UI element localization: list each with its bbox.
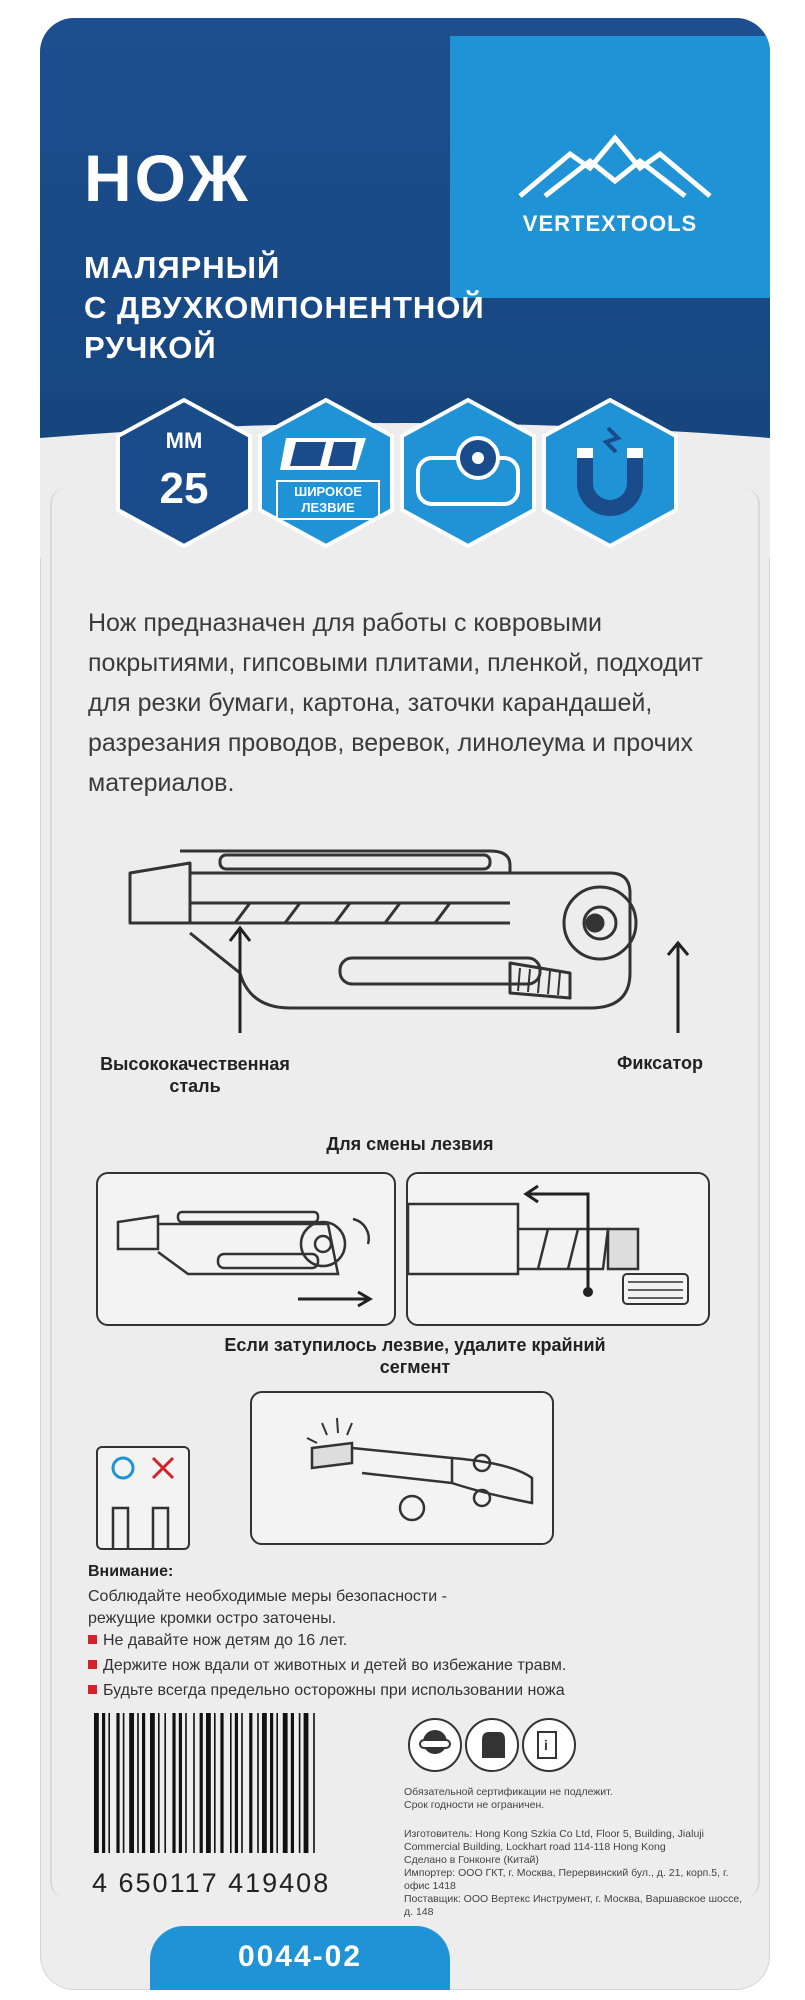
barcode-bar bbox=[230, 1713, 232, 1853]
size-badge: ММ 25 bbox=[114, 398, 254, 548]
bullet-text: Не давайте нож детям до 16 лет. bbox=[103, 1632, 348, 1649]
subtitle-line: РУЧКОЙ bbox=[84, 330, 217, 365]
snap-off-panel bbox=[250, 1391, 554, 1545]
barcode-bar bbox=[257, 1713, 259, 1853]
barcode-bar bbox=[303, 1713, 309, 1853]
legal-line: Сделано в Гонконге (Китай) bbox=[404, 1854, 539, 1866]
knife-slide-icon bbox=[116, 1210, 373, 1308]
warning-bullet: Не давайте нож детям до 16 лет. bbox=[88, 1632, 347, 1650]
gloves-icon bbox=[465, 1718, 519, 1772]
product-subtitle: МАЛЯРНЫЙ С ДВУХКОМПОНЕНТНОЙ РУЧКОЙ bbox=[84, 248, 485, 368]
legal-info: Изготовитель: Hong Kong Szkia Co Ltd, Fl… bbox=[404, 1828, 744, 1919]
bullet-marker bbox=[88, 1635, 97, 1644]
bullet-marker bbox=[88, 1685, 97, 1694]
barcode-bar bbox=[282, 1713, 288, 1853]
barcode-bar bbox=[241, 1713, 243, 1853]
barcode-bar bbox=[150, 1713, 155, 1853]
barcode-bar bbox=[178, 1713, 182, 1853]
legal-line: Поставщик: ООО Вертекс Инструмент, г. Мо… bbox=[404, 1893, 743, 1918]
size-value: 25 bbox=[159, 464, 209, 513]
lock-wheel-badge bbox=[398, 398, 538, 548]
blade-change-panel-2 bbox=[406, 1172, 710, 1326]
bullet-text: Держите нож вдали от животных и детей во… bbox=[103, 1657, 567, 1674]
barcode-bar bbox=[102, 1713, 106, 1853]
barcode-bar bbox=[185, 1713, 187, 1853]
wide-blade-label: ШИРОКОЕ ЛЕЗВИЕ bbox=[276, 480, 380, 520]
bullet-marker bbox=[88, 1660, 97, 1669]
blister-edge-right bbox=[728, 488, 760, 1898]
barcode-bar bbox=[108, 1713, 110, 1853]
label-steel: Высококачественная сталь bbox=[100, 1054, 290, 1096]
legal-cert: Обязательной сертификации не подлежит. С… bbox=[404, 1786, 744, 1812]
barcode-bar bbox=[249, 1713, 253, 1853]
barcode-number: 4 650117 419408 bbox=[92, 1868, 331, 1898]
legal-line: Изготовитель: Hong Kong Szkia Co Ltd, Fl… bbox=[404, 1828, 704, 1853]
svg-text:i: i bbox=[544, 1737, 548, 1753]
blade-change-panel-1 bbox=[96, 1172, 396, 1326]
blade-remove-icon bbox=[406, 1184, 689, 1305]
brand-name: VERTEXTOOLS bbox=[522, 211, 698, 236]
blade-change-caption: Для смены лезвия bbox=[326, 1134, 494, 1154]
barcode bbox=[94, 1713, 315, 1853]
barcode-bar bbox=[129, 1713, 134, 1853]
barcode-bar bbox=[142, 1713, 146, 1853]
barcode-bar bbox=[276, 1713, 278, 1853]
warning-text: Соблюдайте необходимые меры безопасности… bbox=[88, 1588, 447, 1627]
warning-bullet: Держите нож вдали от животных и детей во… bbox=[88, 1657, 566, 1675]
barcode-bar bbox=[199, 1713, 203, 1853]
barcode-bar bbox=[298, 1713, 301, 1853]
mountain-logo-icon bbox=[518, 134, 712, 198]
barcode-bar bbox=[158, 1713, 160, 1853]
subtitle-line: С ДВУХКОМПОНЕНТНОЙ bbox=[84, 290, 485, 325]
legal-line: Импортер: ООО ГКТ, г. Москва, Перервинск… bbox=[404, 1867, 729, 1892]
barcode-bar bbox=[164, 1713, 166, 1853]
barcode-bar bbox=[137, 1713, 139, 1853]
legal-line: Обязательной сертификации не подлежит. bbox=[404, 1786, 613, 1798]
barcode-bar bbox=[290, 1713, 294, 1853]
knife-diagram bbox=[128, 849, 690, 1033]
wide-blade-badge: ШИРОКОЕ ЛЕЗВИЕ bbox=[256, 398, 396, 548]
correct-incorrect-panel bbox=[96, 1446, 190, 1550]
do-dont-icon bbox=[111, 1456, 175, 1548]
package: VERTEXTOOLS НОЖ МАЛЯРНЫЙ С ДВУХКОМПОНЕНТ… bbox=[40, 0, 770, 1990]
barcode-bar bbox=[116, 1713, 120, 1853]
bullet-text: Будьте всегда предельно осторожны при ис… bbox=[103, 1682, 565, 1699]
barcode-bar bbox=[220, 1713, 224, 1853]
barcode-bar bbox=[270, 1713, 274, 1853]
magnet-badge bbox=[540, 398, 680, 548]
dull-blade-caption: Если затупилось лезвие, удалите крайний … bbox=[224, 1335, 606, 1377]
manual-icon: i bbox=[522, 1718, 576, 1772]
subtitle-line: МАЛЯРНЫЙ bbox=[84, 250, 281, 285]
brand-logo-box: VERTEXTOOLS bbox=[450, 36, 770, 298]
barcode-bar bbox=[262, 1713, 267, 1853]
barcode-bar bbox=[206, 1713, 211, 1853]
barcode-bar bbox=[94, 1713, 99, 1853]
size-unit: ММ bbox=[165, 428, 203, 453]
product-title: НОЖ bbox=[84, 141, 251, 215]
barcode-bar bbox=[172, 1713, 176, 1853]
product-description: Нож предназначен для работы с ковровыми … bbox=[88, 609, 703, 797]
label-lock: Фиксатор bbox=[616, 1053, 703, 1073]
barcode-bar bbox=[122, 1713, 125, 1853]
barcode-bar bbox=[193, 1713, 195, 1853]
article-number: 0044-02 bbox=[237, 1940, 363, 1973]
legal-line: Срок годности не ограничен. bbox=[404, 1799, 545, 1811]
barcode-bar bbox=[214, 1713, 216, 1853]
blister-edge-left bbox=[50, 488, 82, 1898]
package-card: VERTEXTOOLS НОЖ МАЛЯРНЫЙ С ДВУХКОМПОНЕНТ… bbox=[40, 18, 770, 1990]
warning-bullet: Будьте всегда предельно осторожны при ис… bbox=[88, 1682, 565, 1700]
barcode-bar bbox=[234, 1713, 238, 1853]
warning-title: Внимание: bbox=[88, 1563, 174, 1580]
snap-off-icon bbox=[306, 1417, 534, 1522]
barcode-bar bbox=[313, 1713, 315, 1853]
goggles-icon bbox=[408, 1718, 462, 1772]
article-tab: 0044-02 bbox=[150, 1926, 450, 1990]
